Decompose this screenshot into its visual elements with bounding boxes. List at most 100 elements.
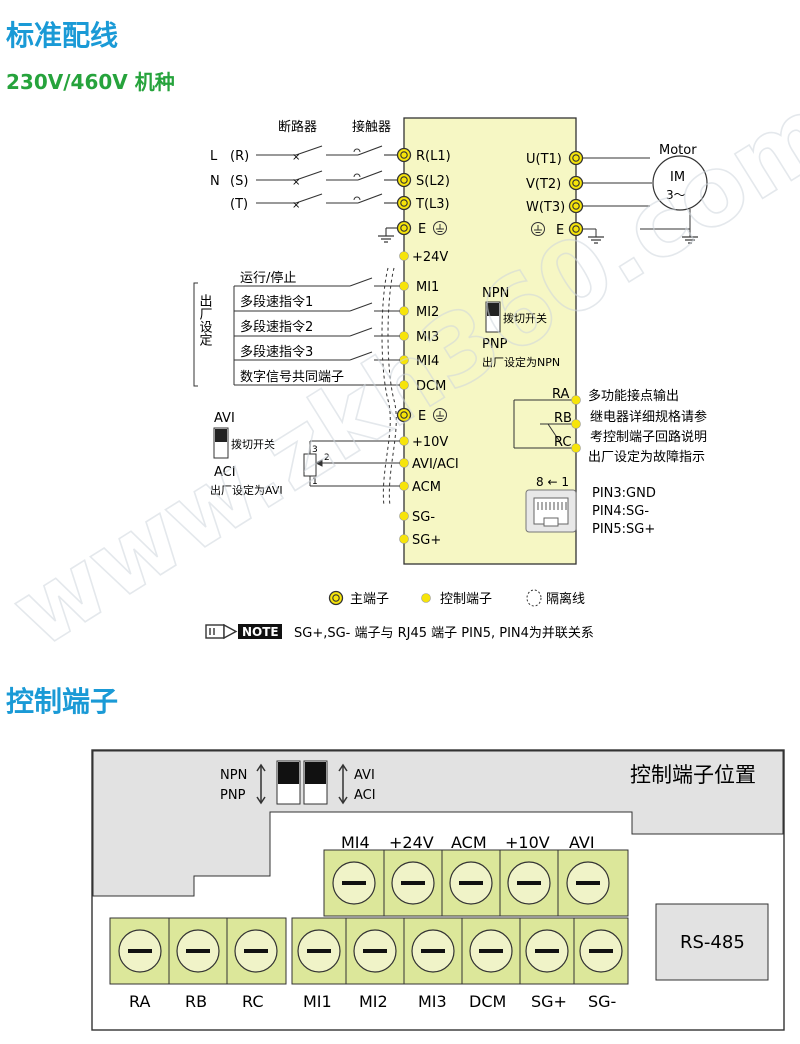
isolation-line [381,267,391,507]
func-digital-common: 数字信号共同端子 [240,370,344,385]
label-10v: +10V [505,833,550,852]
func-multispeed-2: 多段速指令2 [240,319,313,335]
terminal-dcm: DCM [416,379,446,394]
panel-title: 控制端子位置 [630,763,756,787]
input-line-t: (T) × T(L3) [230,193,450,212]
input-line-s: N (S) × S(L2) [210,170,450,189]
rj45-port-icon [525,489,577,533]
func-multispeed-3: 多段速指令3 [240,344,313,360]
svg-text:×: × [292,177,300,188]
legend-control-terminal: 控制端子 [440,592,492,607]
terminal-v: V(T2) [526,177,561,192]
digital-input-wiring [193,277,400,387]
legend: 主端子 控制端子 隔离线 [328,589,585,607]
npn-default: 出厂设定为NPN [482,355,560,369]
breaker-label: 断路器 [278,119,317,135]
label-avi: AVI [569,833,595,852]
phase-label: (S) [230,174,248,189]
motor-phase: 3～ [666,188,686,202]
mid-ground-label: E [418,409,426,424]
relay-note-3: 考控制端子回路说明 [590,429,707,445]
func-multispeed-1: 多段速指令1 [240,294,313,310]
wiring-diagram: 断路器 接触器 L (R) × R(L1) N (S) × S(L2) (T) … [0,73,800,660]
switch-label-avi: AVI [354,768,375,783]
label-mi1: MI1 [303,992,332,1011]
motor-wiring [583,157,698,244]
motor-type: IM [670,170,685,185]
label-mi2: MI2 [359,992,388,1011]
pot-pin-3: 3 [312,445,318,455]
pin-note-5: PIN5:SG+ [592,522,655,537]
terminal-label: S(L2) [416,174,450,189]
bottom-terminal-row: MI1 MI2 MI3 DCM SG+ SG- [291,917,629,1011]
control-terminals: +24V MI1 MI2 MI3 MI4 DCM [399,250,448,394]
watermark: www.zkh360.com [0,74,800,660]
pin-note-4: PIN4:SG- [592,504,649,519]
terminal-plus24v: +24V [412,250,448,265]
avi-switch-label: 拨切开关 [231,437,275,451]
terminal-plus10v: +10V [412,435,448,450]
func-run-stop: 运行/停止 [240,270,296,286]
svg-text:×: × [292,200,300,211]
line-label: L [210,149,218,164]
relay-terminal-group: RA RB RC [109,917,287,1011]
control-section-title: 控制端子 [6,685,119,718]
terminal-mi3: MI3 [416,330,439,345]
terminal-mi1: MI1 [416,280,439,295]
terminal-avi-aci: AVI/ACI [412,457,459,472]
relay-rb: RB [554,411,572,426]
wiring-section-title: 标准配线 [6,19,119,52]
input-ground: E [378,220,447,243]
potentiometer [303,440,400,487]
switch-label-aci: ACI [354,788,376,803]
panel-top-shade [92,750,784,897]
avi-default: 出厂设定为AVI [210,483,283,497]
aci-label: ACI [214,465,236,480]
phase-label: (T) [230,197,248,212]
terminal-label: T(L3) [415,197,450,212]
switch-label-pnp: PNP [220,788,246,803]
terminal-sg-minus: SG- [412,510,435,525]
terminal-acm: ACM [412,480,441,495]
contactor-label: 接触器 [352,119,391,135]
relay-rc: RC [554,435,571,450]
rj45-pin-order: 8 ← 1 [536,475,569,489]
switch-label-npn: NPN [220,768,247,783]
label-rb: RB [185,992,207,1011]
pnp-label: PNP [482,337,508,352]
relay-note-4: 出厂设定为故障指示 [588,450,705,465]
terminal-mi4: MI4 [416,354,439,369]
pin-note-3: PIN3:GND [592,486,656,501]
analog-terminals: +10V AVI/ACI ACM [399,435,459,495]
relay-note-1: 多功能接点输出 [588,388,679,404]
model-subtitle: 230V/460V 机种 [6,70,175,94]
label-sg-plus: SG+ [531,992,567,1011]
rs485-port [655,903,769,981]
terminal-mi2: MI2 [416,305,439,320]
label-dcm: DCM [469,992,506,1011]
relay-output [513,399,572,449]
relay-ra: RA [552,387,570,402]
factory-setting-vertical: 出厂设定 [197,294,213,347]
rs485-label: RS-485 [680,932,745,953]
motor-symbol [652,155,708,211]
avi-label: AVI [214,411,235,426]
legend-main-terminal: 主端子 [350,592,389,607]
terminal-w: W(T3) [526,200,565,215]
label-24v: +24V [389,833,434,852]
label-rc: RC [242,992,264,1011]
line-label: N [210,174,220,189]
svg-text:×: × [292,152,300,163]
npn-label: NPN [482,286,509,301]
terminal-u: U(T1) [526,152,562,167]
terminal-sg-plus: SG+ [412,533,441,548]
terminal-block-diagram: 控制端子位置 NPN PNP AVI ACI MI4 +24V ACM +10V… [91,749,785,1031]
npn-switch-label: 拨切开关 [503,311,547,325]
note-text: SG+,SG- 端子与 RJ45 端子 PIN5, PIN4为并联关系 [294,626,594,641]
label-sg-minus: SG- [588,992,616,1011]
relay-note-2: 继电器详细规格请参 [590,409,707,425]
phase-label: (R) [230,149,249,164]
output-terminals: U(T1) V(T2) W(T3) E [526,150,584,238]
output-ground-label: E [556,223,564,238]
terminal-label: R(L1) [416,149,451,164]
